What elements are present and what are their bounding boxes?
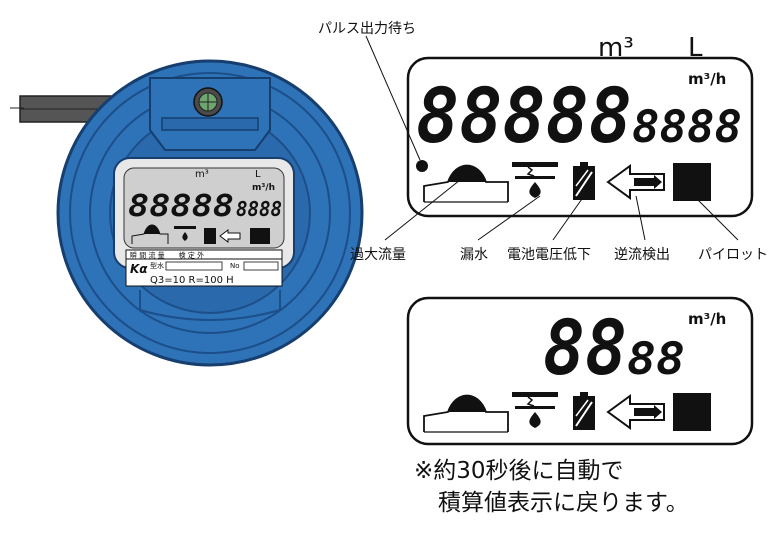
label-pilot: パイロット <box>698 247 768 263</box>
display-bottom: m³/h 88 88 <box>406 296 754 446</box>
display-top-unit-m3: m³ <box>598 33 634 63</box>
meter-main-digits: 88888 <box>128 189 234 224</box>
leak-icon <box>512 392 558 428</box>
display-bottom-frame <box>406 296 754 446</box>
display-bottom-unit-m3h: m³/h <box>688 310 726 328</box>
label-pulse-wait: パルス出力待ち <box>318 21 416 37</box>
meter-model-label: 型水 <box>150 261 164 270</box>
excess-flow-icon <box>423 164 509 203</box>
display-top-main-digits: 88888 <box>416 71 632 160</box>
pilot-icon <box>673 163 711 201</box>
display-top-sub-digits: 8888 <box>632 102 742 153</box>
reverse-flow-icon <box>606 164 665 200</box>
leader-lines <box>365 35 739 241</box>
meter-brand: Kα <box>130 262 148 276</box>
battery-low-icon <box>573 162 595 200</box>
note-line1: ※約30秒後に自動で <box>414 458 624 484</box>
meter-unit-l: L <box>255 169 261 180</box>
meter-icons <box>131 224 270 244</box>
meter-lcd <box>123 167 285 249</box>
dial-icon <box>193 87 223 117</box>
excess-flow-icon <box>423 394 509 433</box>
water-meter: m³ L m³/h 88888 8888 瞬 間 流 量 検 定 外 Kα 型水… <box>10 59 364 367</box>
display-bottom-main-digits: 88 <box>543 303 627 392</box>
meter-unit-m3: m³ <box>195 169 209 180</box>
meter-row1: 瞬 間 流 量 検 定 外 <box>130 251 204 260</box>
pilot-icon <box>673 393 711 431</box>
label-reverse-flow: 逆流検出 <box>614 247 670 263</box>
display-top-unit-m3h: m³/h <box>688 70 726 88</box>
display-top-unit-l: L <box>688 33 703 63</box>
meter-sub-digits: 8888 <box>236 197 282 221</box>
reverse-flow-icon <box>606 394 665 430</box>
meter-no-label: No <box>230 262 240 270</box>
battery-low-icon <box>573 392 595 430</box>
display-top: m³ L m³/h 88888 8888 <box>406 33 754 218</box>
note-line2: 積算値表示に戻ります。 <box>438 490 689 516</box>
label-battery-low: 電池電圧低下 <box>507 247 591 263</box>
label-excess-flow: 過大流量 <box>350 247 406 263</box>
meter-spec: Q3=10 R=100 H <box>150 275 234 286</box>
meter-unit-m3h: m³/h <box>252 183 275 193</box>
display-bottom-sub-digits: 88 <box>627 334 685 385</box>
pulse-dot-icon <box>416 160 428 172</box>
leak-icon <box>512 162 558 198</box>
label-leak: 漏水 <box>460 247 488 263</box>
display-top-frame <box>406 56 754 218</box>
